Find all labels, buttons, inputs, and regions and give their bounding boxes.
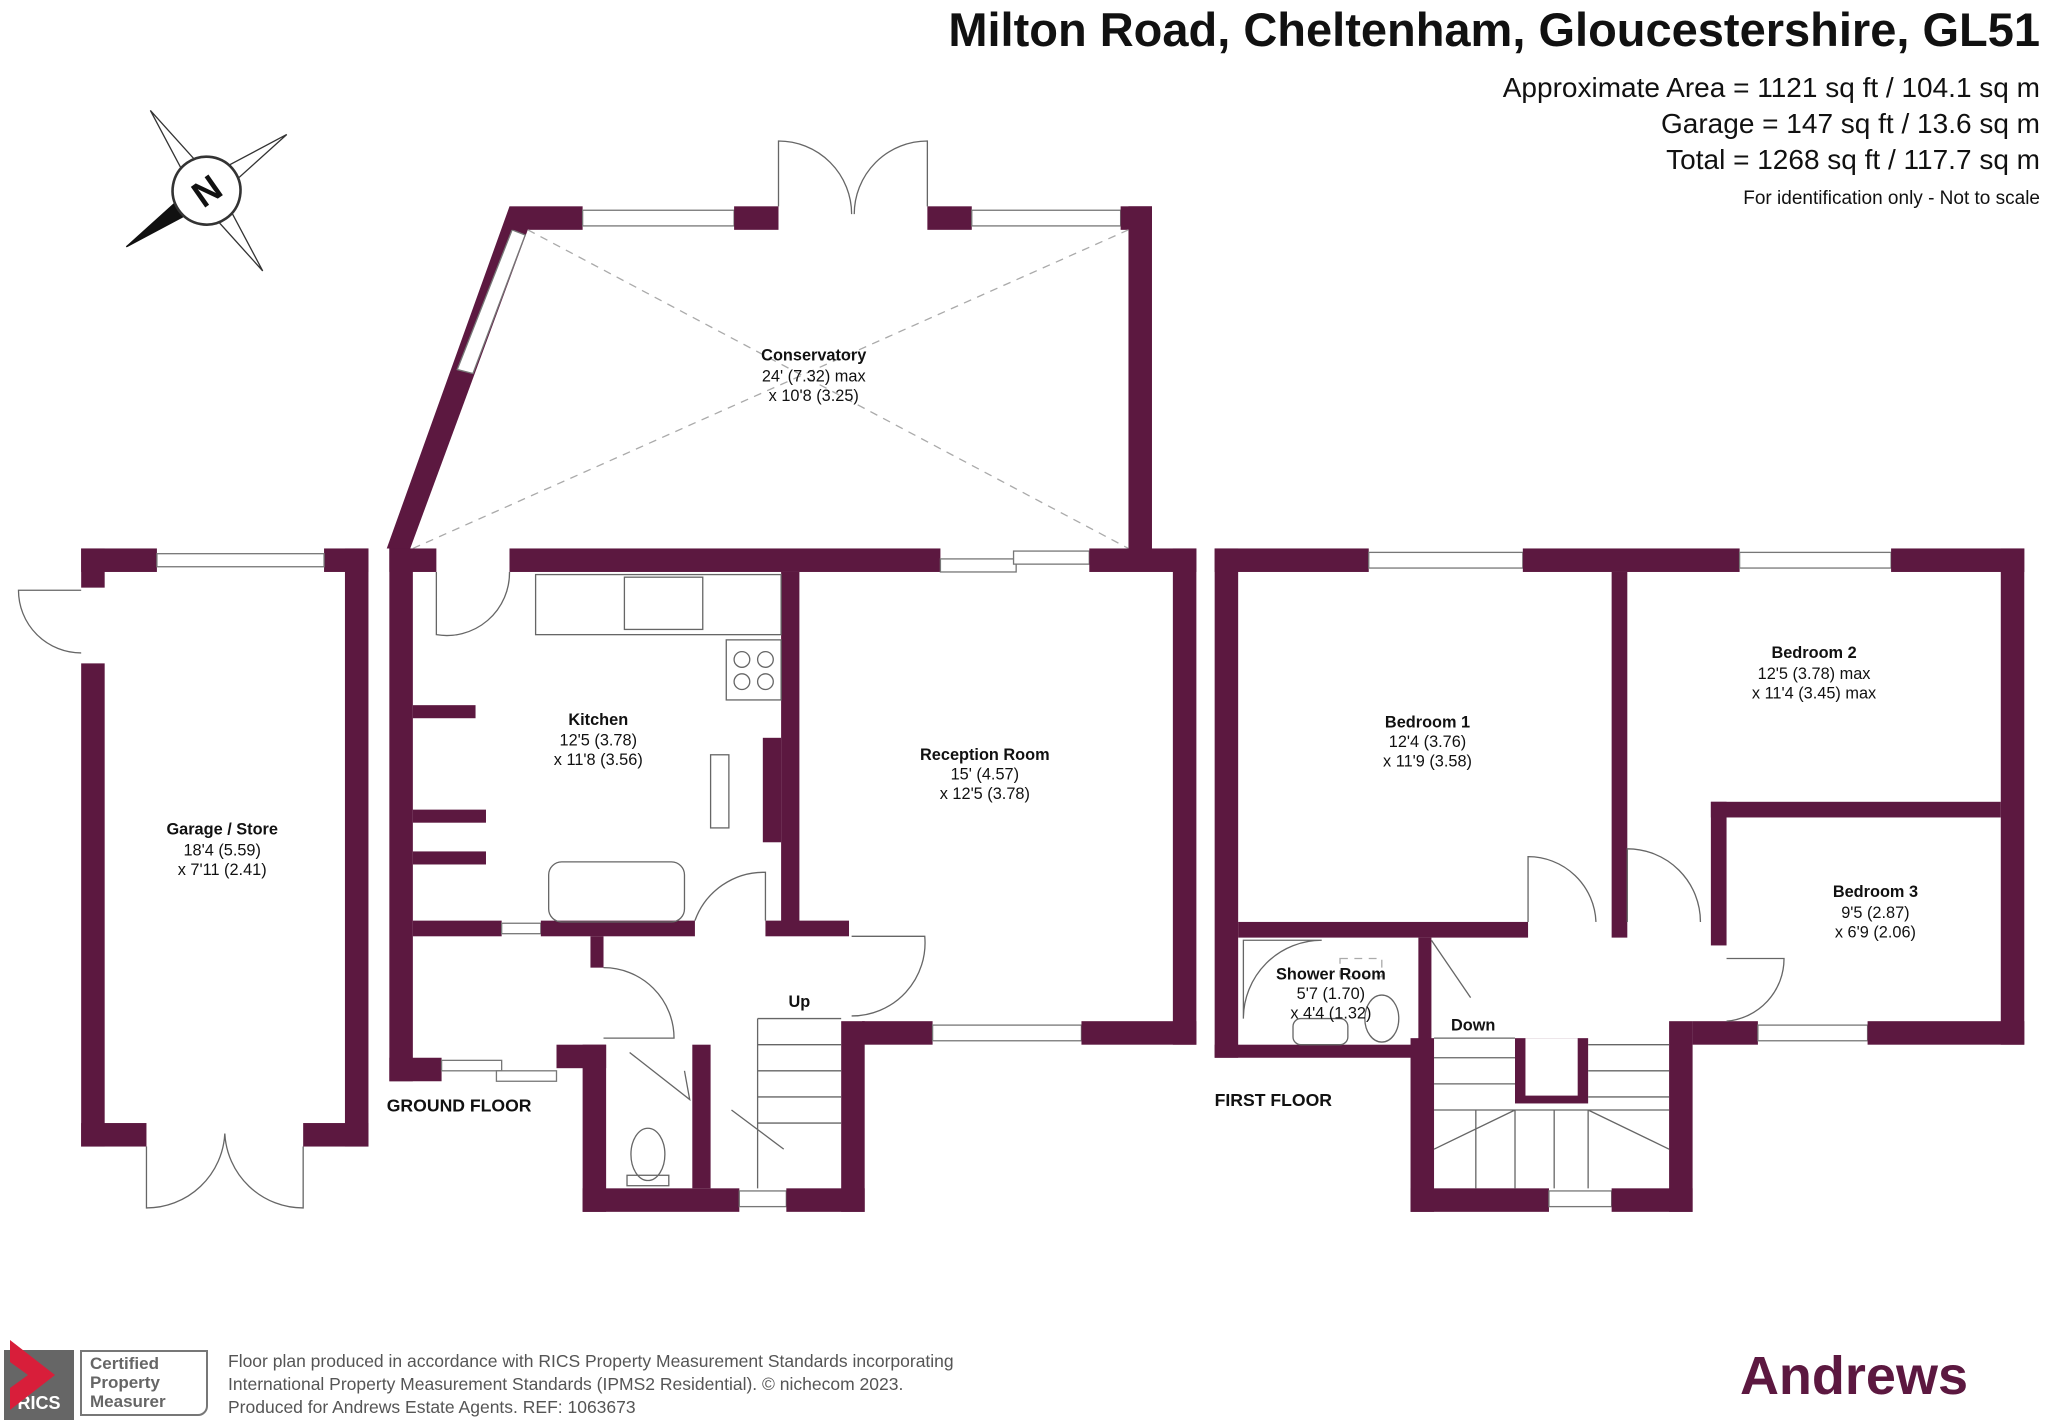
- svg-text:Bedroom 1: Bedroom 1: [1385, 713, 1470, 731]
- room-garage: Garage / Store 18'4 (5.59) x 7'11 (2.41): [166, 820, 278, 878]
- rics-certified-badge: RICS Certified Property Measurer: [4, 1350, 212, 1420]
- certified-measurer: Certified Property Measurer: [80, 1350, 208, 1416]
- footer-disclaimer: Floor plan produced in accordance with R…: [228, 1351, 954, 1417]
- svg-text:12'5 (3.78) max: 12'5 (3.78) max: [1758, 665, 1871, 683]
- svg-text:24' (7.32) max: 24' (7.32) max: [762, 367, 866, 385]
- conservatory-walls: [386, 140, 1152, 559]
- svg-text:Kitchen: Kitchen: [568, 711, 628, 729]
- total-area: Total = 1268 sq ft / 117.7 sq m: [1666, 144, 2040, 175]
- approximate-area: Approximate Area = 1121 sq ft / 104.1 sq…: [1502, 72, 2040, 103]
- andrews-logo: Andrews: [1739, 1346, 1968, 1406]
- svg-text:12'5 (3.78): 12'5 (3.78): [560, 732, 637, 750]
- room-shower: Shower Room 5'7 (1.70) x 4'4 (1.32): [1276, 965, 1386, 1022]
- garage-area: Garage = 147 sq ft / 13.6 sq m: [1661, 108, 2040, 139]
- area-summary: Approximate Area = 1121 sq ft / 104.1 sq…: [1503, 70, 2040, 178]
- first-floor-walls: [1214, 548, 2025, 1212]
- room-bedroom-3: Bedroom 3 9'5 (2.87) x 6'9 (2.06): [1833, 883, 1918, 941]
- svg-text:x 7'11 (2.41): x 7'11 (2.41): [178, 861, 267, 879]
- scale-note: For identification only - Not to scale: [1743, 188, 2040, 209]
- garage-walls: [17, 548, 369, 1209]
- ground-floor-label: GROUND FLOOR: [387, 1095, 532, 1115]
- svg-text:x 10'8 (3.25): x 10'8 (3.25): [769, 387, 859, 405]
- first-floor-label: FIRST FLOOR: [1215, 1090, 1333, 1110]
- svg-text:Bedroom 3: Bedroom 3: [1833, 883, 1918, 901]
- ground-floor-walls: [389, 548, 1197, 1212]
- room-bedroom-2: Bedroom 2 12'5 (3.78) max x 11'4 (3.45) …: [1752, 644, 1876, 702]
- svg-text:15' (4.57): 15' (4.57): [951, 766, 1019, 784]
- svg-text:Conservatory: Conservatory: [761, 346, 866, 364]
- room-kitchen: Kitchen 12'5 (3.78) x 11'8 (3.56): [554, 711, 643, 769]
- stairs-down-label: Down: [1451, 1016, 1495, 1034]
- room-reception: Reception Room 15' (4.57) x 12'5 (3.78): [920, 746, 1050, 803]
- svg-text:5'7 (1.70): 5'7 (1.70): [1297, 985, 1365, 1003]
- room-labels: Conservatory 24' (7.32) max x 10'8 (3.25…: [166, 346, 1918, 1115]
- svg-text:Shower Room: Shower Room: [1276, 965, 1386, 983]
- andrews-chevron-icon: [10, 1340, 55, 1410]
- property-title: Milton Road, Cheltenham, Gloucestershire…: [948, 3, 2040, 56]
- svg-text:9'5 (2.87): 9'5 (2.87): [1841, 904, 1909, 922]
- svg-text:x 11'9 (3.58): x 11'9 (3.58): [1383, 753, 1472, 771]
- room-bedroom-1: Bedroom 1 12'4 (3.76) x 11'9 (3.58): [1383, 713, 1472, 770]
- stairs-up-label: Up: [789, 993, 811, 1011]
- compass-icon: N: [125, 109, 288, 272]
- svg-text:12'4 (3.76): 12'4 (3.76): [1389, 733, 1466, 751]
- room-conservatory: Conservatory 24' (7.32) max x 10'8 (3.25…: [761, 346, 866, 404]
- svg-text:x 11'4 (3.45) max: x 11'4 (3.45) max: [1752, 685, 1876, 703]
- svg-text:Bedroom 2: Bedroom 2: [1771, 644, 1856, 662]
- svg-text:x 6'9 (2.06): x 6'9 (2.06): [1835, 924, 1916, 942]
- svg-text:Garage / Store: Garage / Store: [166, 820, 278, 838]
- svg-text:18'4 (5.59): 18'4 (5.59): [183, 841, 260, 859]
- svg-text:x 11'8 (3.56): x 11'8 (3.56): [554, 751, 643, 769]
- svg-text:x 12'5 (3.78): x 12'5 (3.78): [940, 785, 1030, 803]
- svg-text:Reception Room: Reception Room: [920, 746, 1050, 764]
- svg-text:x 4'4 (1.32): x 4'4 (1.32): [1290, 1005, 1371, 1023]
